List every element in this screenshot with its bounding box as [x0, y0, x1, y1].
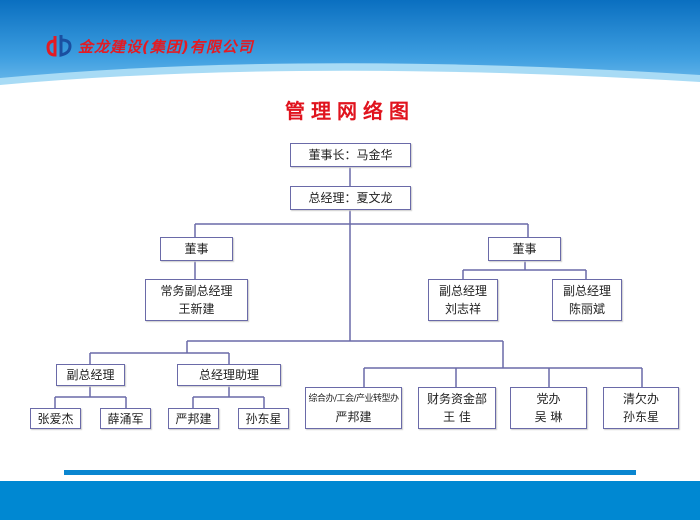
person-name: 王 佳: [443, 410, 471, 424]
department-box: 党办吴 琳: [510, 387, 587, 429]
department-box: 财务资金部王 佳: [418, 387, 496, 429]
director-label: 董事: [512, 242, 537, 256]
chairman-box: 董事长：马金华: [290, 143, 411, 167]
director-label: 董事: [184, 242, 209, 256]
department-box: 综合办/工会/产业转型办严邦建: [305, 387, 402, 429]
general-manager-box: 总经理：夏文龙: [290, 186, 411, 210]
person-box: 严邦建: [168, 408, 219, 429]
header-banner: 金龙建设(集团)有限公司: [0, 0, 700, 95]
banner-background: [0, 0, 700, 95]
person-name: 孙东星: [622, 410, 659, 424]
director-left-box: 董事: [160, 237, 233, 261]
role-label: 总经理助理: [198, 368, 259, 382]
person-box: 薛涌军: [100, 408, 151, 429]
director-right-box: 董事: [488, 237, 561, 261]
person-name: 陈丽斌: [568, 302, 605, 316]
vp-box: 副总经理陈丽斌: [552, 279, 622, 321]
role-label: 副总经理: [66, 368, 115, 382]
person-name: 张爱杰: [37, 411, 74, 426]
person-box: 孙东星: [238, 408, 289, 429]
person-name: 孙东星: [245, 411, 282, 426]
assistant-group-box: 总经理助理: [177, 364, 281, 386]
exec-vp-box: 常务副总经理王新建: [145, 279, 248, 321]
divider-bar: [64, 470, 636, 475]
person-name: 严邦建: [175, 411, 212, 426]
role-label: 常务副总经理: [160, 284, 233, 298]
department-box: 清欠办孙东星: [603, 387, 679, 429]
page-title: 管理网络图: [285, 99, 415, 123]
person-name: 吴 琳: [534, 410, 563, 424]
person-name: 薛涌军: [107, 411, 144, 426]
person-box: 张爱杰: [30, 408, 81, 429]
person-name: 王新建: [178, 302, 215, 316]
vp-group-box: 副总经理: [56, 364, 125, 386]
role-label: 副总经理: [438, 284, 487, 298]
person-name: 严邦建: [335, 410, 372, 424]
department-label: 党办: [536, 392, 561, 406]
department-label: 清欠办: [622, 392, 659, 406]
vp-box: 副总经理刘志祥: [428, 279, 498, 321]
department-label: 综合办/工会/产业转型办: [308, 394, 399, 404]
footer-band: [0, 481, 700, 520]
department-label: 财务资金部: [426, 392, 487, 406]
chairman-label: 董事长：马金华: [308, 148, 393, 162]
company-name: 金龙建设(集团)有限公司: [78, 38, 254, 56]
role-label: 副总经理: [562, 284, 611, 298]
company-logo-icon: [46, 35, 72, 57]
general-manager-label: 总经理：夏文龙: [308, 191, 393, 205]
person-name: 刘志祥: [444, 302, 481, 316]
